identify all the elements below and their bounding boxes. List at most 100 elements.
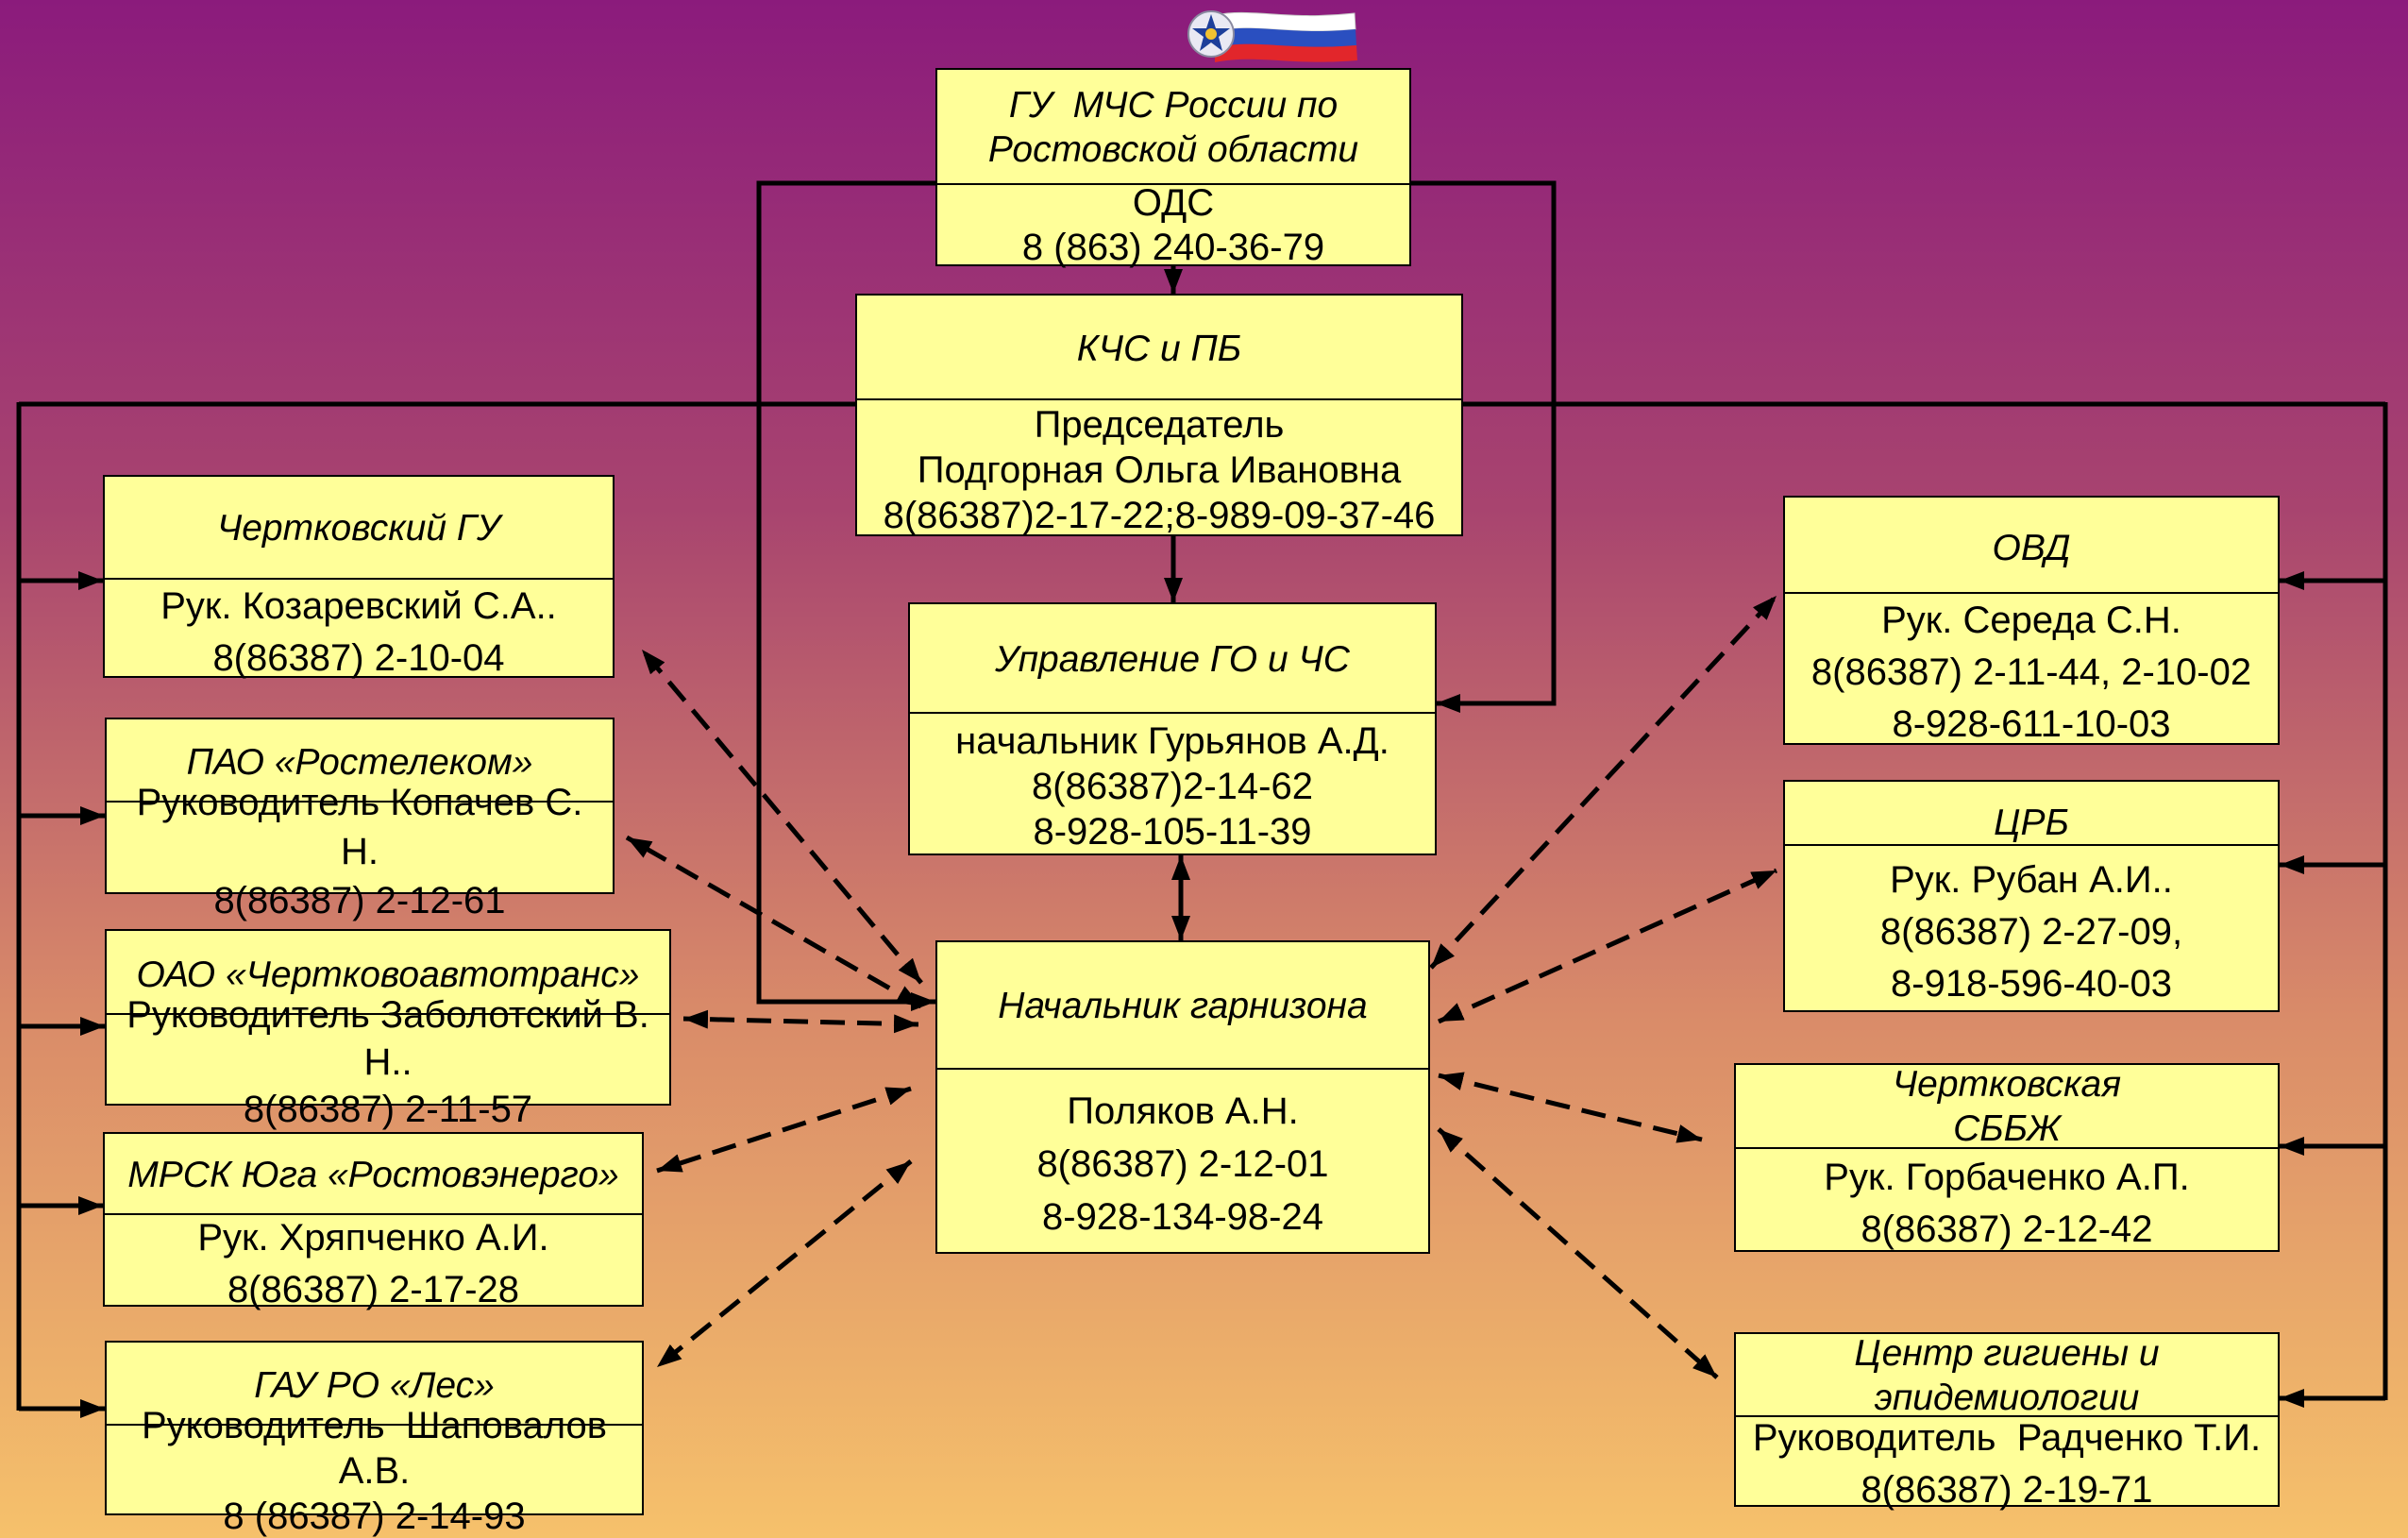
- phone-line: 8(86387) 2-10-04: [212, 637, 505, 679]
- box-divider: [1736, 1415, 2278, 1417]
- body-line: ОДС: [1132, 182, 1215, 224]
- box-divider: [937, 183, 1409, 185]
- box-upravlenie-go-chs: Управление ГО и ЧС начальник Гурьянов А.…: [908, 602, 1437, 855]
- box-title: ГУ МЧС России по Ростовской области: [937, 83, 1409, 172]
- phone-line: 8(86387) 2-27-09,: [1879, 911, 2183, 953]
- box-nachalnik-garnizona: Начальник гарнизона Поляков А.Н. 8(86387…: [935, 940, 1430, 1254]
- title-line: ОАО «Чертковоавтотранс»: [136, 955, 640, 995]
- dashed-link-ovd: [1429, 594, 1778, 970]
- title-line: МРСК Юга «Ростовэнерго»: [127, 1155, 619, 1195]
- phone-line: 8-928-611-10-03: [1892, 703, 2171, 745]
- box-title: МРСК Юга «Ростовэнерго»: [105, 1153, 642, 1198]
- phone-line: 8(86387) 2-11-44, 2-10-02: [1810, 651, 2252, 693]
- phone-line: 8(86387) 2-12-42: [1861, 1208, 2153, 1250]
- box-rostovenergo: МРСК Юга «Ростовэнерго» Рук. Хряпченко А…: [103, 1132, 644, 1310]
- body-line: Руководитель Радченко Т.И.: [1752, 1417, 2262, 1459]
- box-body: Руководитель Радченко Т.И. 8(86387) 2-19…: [1736, 1412, 2278, 1516]
- flag-emblem-icon: [1187, 10, 1357, 62]
- title-line: Ростовской области: [987, 129, 1359, 170]
- phone-line: 8(86387) 2-17-28: [227, 1269, 520, 1310]
- box-title: ПАО «Ростелеком»: [107, 740, 613, 786]
- box-body: Рук. Рубан А.И.. 8(86387) 2-27-09, 8-918…: [1785, 854, 2278, 1010]
- box-divider: [1785, 592, 2278, 594]
- box-title: Управление ГО и ЧС: [910, 637, 1435, 683]
- box-body: Рук. Хряпченко А.И. 8(86387) 2-17-28: [105, 1212, 642, 1316]
- phone-line: 8 (863) 240-36-79: [1021, 227, 1325, 268]
- dashed-link-chertkovsky-gu: [640, 648, 923, 985]
- phone-line: 8-928-134-98-24: [1042, 1196, 1323, 1238]
- phone-line: 8(86387)2-14-62: [1032, 766, 1313, 807]
- box-title: Чертковская СББЖ: [1736, 1062, 2278, 1151]
- box-gau-les: ГАУ РО «Лес» Руководитель Шаповалов А.В.…: [105, 1341, 644, 1537]
- box-body: Руководитель Копачев С. Н. 8(86387) 2-12…: [107, 778, 613, 925]
- dashed-link-rostovenergo: [656, 1086, 912, 1174]
- body-line: Рук. Хряпченко А.И.: [197, 1217, 549, 1259]
- box-body: начальник Гурьянов А.Д. 8(86387)2-14-62 …: [910, 718, 1435, 854]
- dashed-link-rostelecom: [625, 835, 923, 1009]
- box-title: Центр гигиены и эпидемиологии: [1736, 1331, 2278, 1420]
- box-divider: [107, 1013, 669, 1015]
- box-title: КЧС и ПБ: [857, 327, 1461, 372]
- box-body: Поляков А.Н. 8(86387) 2-12-01 8-928-134-…: [937, 1085, 1428, 1243]
- phone-line: 8-918-596-40-03: [1891, 963, 2172, 1005]
- box-title: Начальник гарнизона: [937, 984, 1428, 1029]
- box-sbbzh: Чертковская СББЖ Рук. Горбаченко А.П. 8(…: [1734, 1063, 2280, 1252]
- box-body: Рук. Горбаченко А.П. 8(86387) 2-12-42: [1736, 1152, 2278, 1256]
- box-divider: [1785, 844, 2278, 846]
- body-line: Руководитель Копачев С.: [136, 782, 583, 823]
- box-divider: [107, 801, 613, 803]
- phone-line: 8(86387) 2-12-61: [213, 880, 506, 921]
- title-line: эпидемиологии: [1874, 1377, 2140, 1418]
- box-body: Руководитель Заболотский В. Н.. 8(86387)…: [107, 991, 669, 1133]
- phone-line: 8(86387) 2-11-57: [243, 1089, 533, 1130]
- body-line: Поляков А.Н.: [1067, 1090, 1299, 1132]
- phone-line: 8(86387) 2-12-01: [1036, 1143, 1329, 1185]
- title-line: Чертковская: [1892, 1064, 2122, 1105]
- body-line: Рук. Козаревский С.А..: [160, 585, 557, 627]
- box-body: Председатель Подгорная Ольга Ивановна 8(…: [857, 402, 1461, 538]
- box-title: ОВД: [1785, 526, 2278, 571]
- box-body: Рук. Середа С.Н. 8(86387) 2-11-44, 2-10-…: [1785, 595, 2278, 751]
- box-title: ГАУ РО «Лес»: [107, 1363, 642, 1409]
- box-body: Рук. Козаревский С.А.. 8(86387) 2-10-04: [105, 581, 613, 684]
- phone-line: 8(86387) 2-19-71: [1861, 1469, 2153, 1511]
- box-gu-mchs: ГУ МЧС России по Ростовской области ОДС …: [935, 68, 1411, 268]
- box-ovd: ОВД Рук. Середа С.Н. 8(86387) 2-11-44, 2…: [1783, 496, 2280, 745]
- box-chertkovoavtotrans: ОАО «Чертковоавтотранс» Руководитель Заб…: [105, 929, 671, 1130]
- title-line: ПАО «Ростелеком»: [186, 742, 533, 783]
- title-line: Чертковский ГУ: [216, 508, 500, 549]
- body-line: А.В.: [338, 1450, 411, 1492]
- phone-line: 8(86387)2-17-22;8-989-09-37-46: [883, 495, 1436, 536]
- phone-line: 8 (86387) 2-14-93: [223, 1496, 526, 1537]
- title-line: СББЖ: [1953, 1108, 2061, 1149]
- box-divider: [1736, 1147, 2278, 1149]
- body-line: Н.: [341, 831, 379, 872]
- box-divider: [107, 1424, 642, 1426]
- box-kchs-pb: КЧС и ПБ Председатель Подгорная Ольга Ив…: [855, 294, 1463, 536]
- box-rostelecom: ПАО «Ростелеком» Руководитель Копачев С.…: [105, 718, 615, 921]
- title-line: ГАУ РО «Лес»: [254, 1365, 495, 1406]
- title-line: КЧС и ПБ: [1076, 329, 1242, 369]
- title-line: ОВД: [1992, 528, 2071, 568]
- dashed-link-gau-les: [655, 1159, 913, 1369]
- dashed-link-avtotrans: [682, 1009, 919, 1034]
- body-line: Н..: [363, 1041, 413, 1083]
- title-line: Центр гигиены и: [1854, 1333, 2160, 1374]
- box-divider: [910, 712, 1435, 714]
- body-line: Рук. Горбаченко А.П.: [1824, 1157, 2190, 1198]
- box-center-gigieny: Центр гигиены и эпидемиологии Руководите…: [1734, 1331, 2280, 1511]
- dashed-link-sbbzh: [1438, 1072, 1703, 1143]
- title-line: ЦРБ: [1994, 803, 2069, 843]
- box-divider: [937, 1068, 1428, 1070]
- title-line: Начальник гарнизона: [998, 986, 1368, 1026]
- box-body: Руководитель Шаповалов А.В. 8 (86387) 2-…: [107, 1403, 642, 1538]
- box-divider: [105, 578, 613, 580]
- title-line: ГУ МЧС России по: [1008, 85, 1339, 126]
- body-line: Председатель: [1034, 404, 1285, 446]
- box-divider: [857, 398, 1461, 400]
- dashed-link-crb: [1437, 868, 1778, 1024]
- body-line: Рук. Рубан А.И..: [1890, 859, 2173, 901]
- box-body: ОДС 8 (863) 240-36-79: [937, 181, 1409, 270]
